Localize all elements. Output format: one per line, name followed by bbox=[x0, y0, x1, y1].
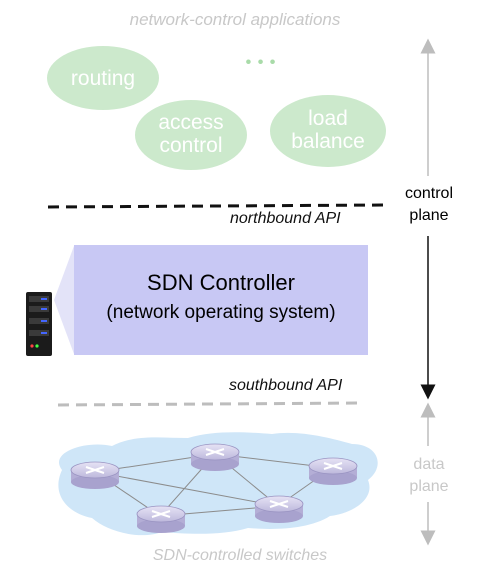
southbound-api-label: southbound API bbox=[229, 377, 343, 394]
routing-label: routing bbox=[70, 67, 136, 90]
data-plane-label: data plane bbox=[392, 454, 466, 498]
switch-right[interactable] bbox=[308, 454, 360, 486]
routing-ellipse[interactable] bbox=[47, 46, 159, 110]
northbound-api-label: northbound API bbox=[230, 210, 341, 227]
control-plane-label: control plane bbox=[392, 183, 466, 227]
switch-bottom-left[interactable] bbox=[136, 502, 188, 534]
control-plane-label-line2: plane bbox=[409, 207, 449, 224]
applications-title: network-control applications bbox=[129, 10, 341, 29]
access-control-ellipse[interactable] bbox=[135, 100, 247, 170]
controller-light-wedge bbox=[54, 246, 74, 354]
sdn-controller-title: SDN Controller bbox=[147, 270, 295, 295]
southbound-api-line bbox=[57, 401, 363, 407]
data-plane-label-line1: data bbox=[413, 456, 445, 473]
sdn-controller-subtitle: (network operating system) bbox=[106, 302, 336, 323]
data-plane-label-line2: plane bbox=[409, 478, 449, 495]
control-plane-label-line1: control bbox=[404, 185, 454, 202]
applications-ellipsis: • • • bbox=[245, 54, 277, 71]
switch-top[interactable] bbox=[190, 440, 242, 472]
sdn-switches-title: SDN-controlled switches bbox=[152, 547, 328, 564]
load-balance-ellipse[interactable] bbox=[270, 95, 386, 167]
switch-bottom-right[interactable] bbox=[254, 492, 306, 524]
switch-left[interactable] bbox=[70, 458, 122, 490]
server-icon bbox=[26, 292, 52, 356]
northbound-api-line bbox=[47, 203, 385, 209]
sdn-controller-box[interactable] bbox=[74, 245, 368, 355]
access-control-label: access control bbox=[158, 111, 224, 157]
load-balance-label: load balance bbox=[291, 107, 365, 153]
